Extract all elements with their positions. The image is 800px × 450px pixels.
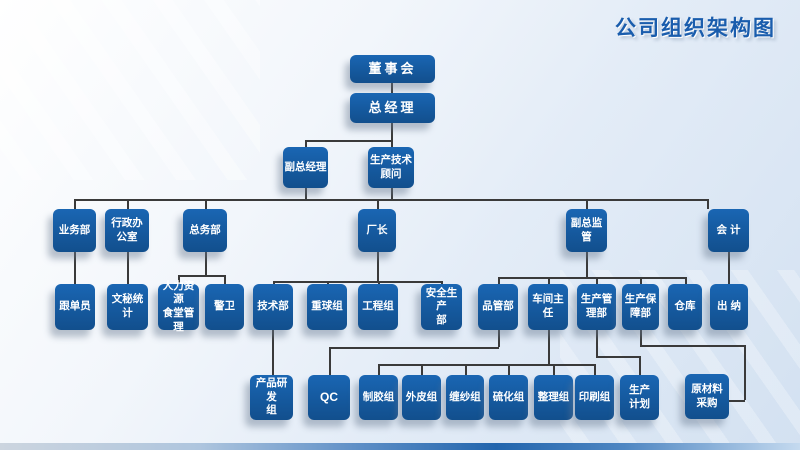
org-node-technical-dept: 技术部 (253, 284, 293, 330)
decorative-stripes-top-left (0, 0, 260, 180)
org-node-heavy-ball-group: 重球组 (307, 284, 347, 330)
connector-line (74, 199, 76, 209)
connector-line (205, 252, 207, 275)
connector-line (586, 199, 588, 209)
connector-line (465, 364, 467, 375)
connector-line (586, 252, 588, 277)
connector-line (508, 364, 510, 375)
org-node-deputy-general-manager: 副总经理 (283, 147, 328, 188)
connector-line (639, 356, 641, 375)
connector-line (685, 277, 687, 285)
org-node-production-management-dept: 生产管 理部 (577, 284, 616, 330)
org-node-business-dept: 业务部 (53, 209, 96, 252)
org-node-glue-making-group: 制胶组 (359, 375, 398, 420)
page-title: 公司组织架构图 (615, 17, 776, 40)
org-node-raw-material-procurement: 原材料 采购 (685, 374, 729, 419)
connector-line (391, 83, 393, 93)
org-node-qc: QC (308, 375, 350, 420)
org-node-board: 董事会 (350, 55, 435, 83)
connector-line (553, 364, 555, 375)
connector-line (441, 281, 443, 285)
connector-line (327, 281, 329, 285)
org-node-secretary-statistics: 文秘统计 (107, 284, 148, 330)
connector-line (640, 277, 642, 285)
connector-line (178, 275, 225, 277)
connector-line (498, 330, 500, 347)
connector-line (305, 140, 307, 147)
connector-line (377, 252, 379, 281)
org-node-yarn-winding-group: 缠纱组 (446, 375, 484, 420)
connector-line (729, 400, 745, 402)
org-node-production-tech-consultant: 生产技术 顾问 (368, 147, 414, 188)
connector-line (548, 330, 550, 364)
org-node-merchandiser: 跟单员 (55, 284, 95, 330)
org-node-product-rnd-group: 产品研发 组 (250, 375, 293, 420)
connector-line (178, 275, 180, 284)
org-node-finishing-group: 整理组 (534, 375, 573, 420)
connector-line (640, 345, 745, 347)
org-node-general-manager: 总经理 (350, 93, 435, 123)
connector-line (378, 281, 380, 285)
connector-line (305, 188, 307, 199)
connector-line (498, 277, 686, 279)
connector-line (74, 199, 708, 201)
connector-line (728, 252, 730, 285)
bottom-accent-bar (0, 443, 800, 450)
connector-line (594, 364, 596, 375)
connector-line (273, 281, 442, 283)
org-node-admin-office: 行政办 公室 (105, 209, 149, 252)
connector-line (391, 123, 393, 140)
org-node-hr-canteen: 人力资源 食堂管理 (158, 280, 199, 333)
connector-line (205, 199, 207, 209)
org-node-deputy-chief-supervisor: 副总监管 (566, 209, 607, 252)
org-node-warehouse: 仓库 (668, 284, 702, 330)
org-node-outer-skin-group: 外皮组 (402, 375, 441, 420)
connector-line (421, 364, 423, 375)
connector-line (498, 277, 500, 285)
org-node-accounting: 会 计 (708, 209, 749, 252)
connector-line (378, 364, 380, 375)
connector-line (707, 199, 709, 209)
org-node-vulcanization-group: 硫化组 (489, 375, 528, 420)
connector-line (378, 364, 595, 366)
org-node-workshop-director: 车间主任 (528, 284, 568, 330)
connector-line (305, 140, 393, 142)
org-node-printing-group: 印刷组 (575, 375, 614, 420)
connector-line (329, 347, 331, 375)
connector-line (127, 199, 129, 209)
org-node-factory-director: 厂长 (358, 209, 396, 252)
connector-line (548, 277, 550, 285)
connector-line (596, 277, 598, 285)
org-node-quality-control-dept: 品管部 (478, 284, 518, 330)
org-node-general-affairs-dept: 总务部 (183, 209, 227, 252)
connector-line (640, 330, 642, 345)
connector-line (272, 330, 274, 375)
connector-line (74, 252, 76, 284)
org-node-safety-production-dept: 安全生产 部 (421, 284, 462, 330)
connector-line (596, 356, 640, 358)
org-node-cashier: 出 纳 (710, 284, 748, 330)
connector-line (391, 140, 393, 147)
connector-line (224, 275, 226, 284)
connector-line (273, 281, 275, 285)
connector-line (596, 330, 598, 356)
org-node-production-support-dept: 生产保 障部 (622, 284, 659, 330)
connector-line (127, 252, 129, 284)
connector-line (329, 347, 499, 349)
org-node-production-planning: 生产 计划 (620, 375, 659, 420)
connector-line (377, 199, 379, 209)
connector-line (391, 188, 393, 199)
org-node-engineering-group: 工程组 (358, 284, 398, 330)
connector-line (744, 345, 746, 400)
org-node-guard: 警卫 (205, 284, 244, 330)
